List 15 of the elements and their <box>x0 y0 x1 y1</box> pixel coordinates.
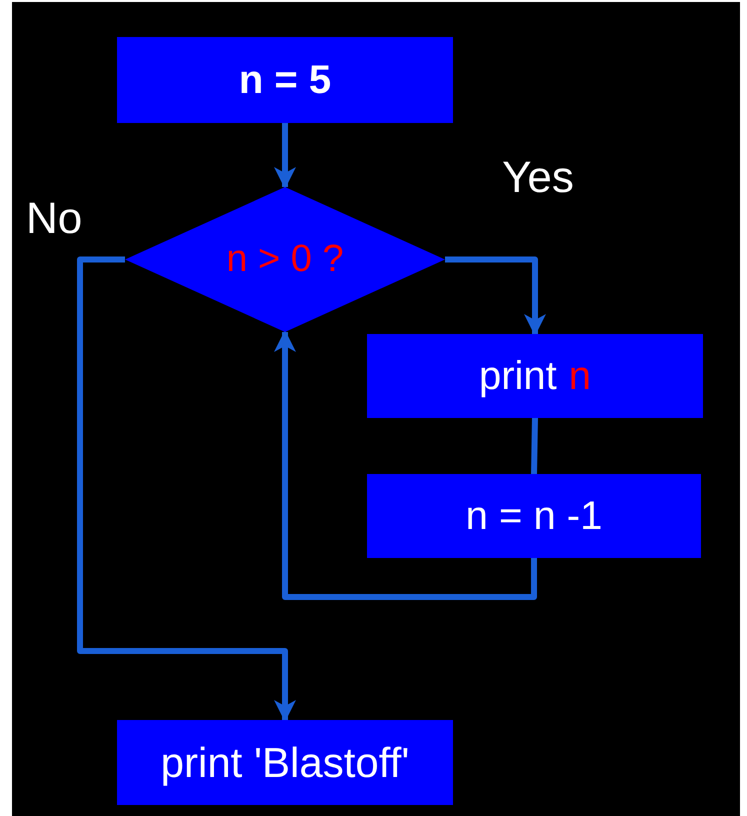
node-label: n <box>568 353 592 400</box>
process-box <box>117 720 453 805</box>
node-label: n = n -1 <box>466 493 602 540</box>
node-label: print <box>478 353 557 400</box>
node-label: n > 0 ? <box>226 237 344 282</box>
flow-arrow <box>445 256 546 336</box>
node-label: n = 5 <box>238 57 332 104</box>
flow-arrow <box>77 256 296 722</box>
process-box <box>367 474 701 558</box>
node-label: print 'Blastoff' <box>160 738 410 788</box>
decision-diamond <box>125 187 445 332</box>
flow-arrow <box>274 330 537 600</box>
process-box <box>367 334 703 418</box>
process-box <box>117 37 453 123</box>
flow-arrow <box>274 123 296 189</box>
